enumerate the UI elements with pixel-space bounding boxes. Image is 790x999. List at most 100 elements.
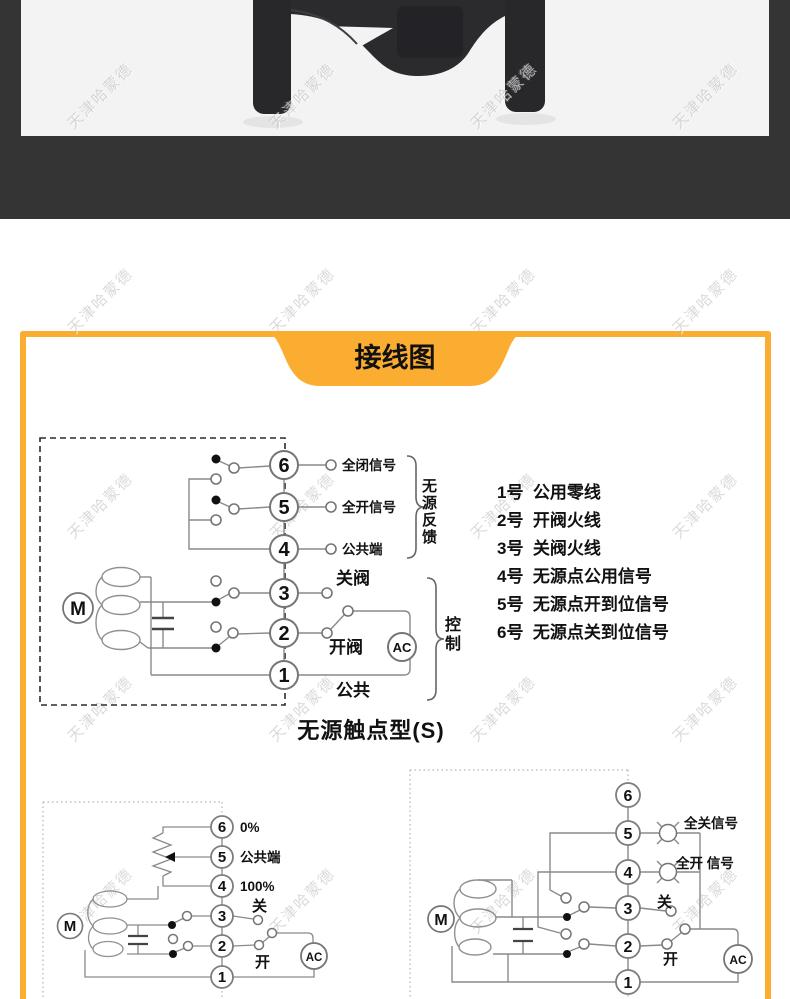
contacts xyxy=(560,892,691,950)
terminal-2 xyxy=(210,934,234,958)
terminal-number: 3 xyxy=(278,583,289,605)
terminal-number: 1 xyxy=(278,665,289,687)
terminal-2 xyxy=(269,618,299,648)
label-control: 控制 xyxy=(442,616,459,654)
terminal-2 xyxy=(615,933,641,959)
terminal-3 xyxy=(210,904,234,928)
label-common-terminal: 公共端 xyxy=(240,849,281,865)
label-common-terminal: 公共端 xyxy=(342,541,383,557)
diagram-potentiometer: 6 5 4 3 2 1 M AC 0% 公共端 100% 关 开 xyxy=(42,801,328,998)
banner-ribbon xyxy=(262,331,528,386)
label-0-percent: 0% xyxy=(240,820,260,835)
label-passive-feedback: 无源反馈 xyxy=(420,478,437,546)
valve-flange-left xyxy=(253,0,291,114)
motor-windings xyxy=(95,566,141,651)
terminal-list: 1号 公用零线 2号 开阀火线 3号 关阀火线 4号 无源点公用信号 5号 无源… xyxy=(497,479,669,647)
valve-shadow xyxy=(496,113,556,125)
capacitor-symbol xyxy=(513,927,533,943)
terminal-number: 2 xyxy=(218,938,226,955)
label-open-valve: 开阀 xyxy=(329,637,363,657)
terminal-strip: 6 5 4 3 2 1 xyxy=(210,815,234,989)
terminal-3 xyxy=(615,895,641,921)
terminal-1 xyxy=(210,965,234,989)
diagram-passive-contact: 6 5 4 3 2 1 M AC 全闭信号 全开信号 公共端 关阀 开阀 公共 xyxy=(39,437,445,706)
terminal-number: 5 xyxy=(218,849,226,866)
label-close-valve: 关阀 xyxy=(336,568,370,588)
diagram-lamp: 6 5 4 3 2 1 M AC 全关信号 全开 信号 关 开 xyxy=(409,769,753,998)
list-item: 5号 无源点开到位信号 xyxy=(497,595,669,614)
terminal-number: 4 xyxy=(218,878,227,895)
terminal-strip: 6 5 4 3 2 1 xyxy=(615,782,641,995)
switch-dots xyxy=(168,921,177,958)
terminal-strip: 6 5 4 3 2 1 xyxy=(269,450,299,690)
terminal-number: 3 xyxy=(624,901,633,918)
terminal-4 xyxy=(210,874,234,898)
ac-power-symbol xyxy=(387,632,417,662)
label-full-open-signal: 全开 信号 xyxy=(675,855,734,871)
label-open: 开 xyxy=(663,951,678,968)
diagram-caption: 无源触点型(S) xyxy=(297,718,445,743)
terminal-number: 6 xyxy=(278,455,289,477)
terminal-1 xyxy=(615,969,641,995)
capacitor-symbol xyxy=(152,616,174,631)
motor-label: M xyxy=(434,912,447,929)
actuator-boundary xyxy=(42,801,223,998)
actuator-boundary xyxy=(39,437,286,706)
control-brace xyxy=(426,577,445,701)
switch-dots xyxy=(211,454,221,653)
terminal-number: 5 xyxy=(624,826,633,843)
braces xyxy=(406,455,445,701)
wiring-title: 接线图 xyxy=(355,343,436,373)
terminal-5 xyxy=(210,845,234,869)
wiring-title-banner: 接线图 xyxy=(262,331,528,386)
terminal-number: 1 xyxy=(624,975,633,992)
wiring-card xyxy=(20,331,771,999)
label-full-open-signal: 全开信号 xyxy=(341,499,396,515)
wiper-arrow xyxy=(165,852,175,862)
list-item: 1号 公用零线 xyxy=(497,483,601,502)
label-full-close-signal: 全闭信号 xyxy=(341,457,396,473)
capacitor-symbol xyxy=(128,934,148,946)
terminal-4 xyxy=(269,534,299,564)
valve-boss xyxy=(397,6,463,58)
label-100-percent: 100% xyxy=(240,879,275,894)
terminal-5 xyxy=(269,492,299,522)
valve-flange-right xyxy=(505,0,545,112)
motor-windings xyxy=(87,890,128,958)
valve-image xyxy=(243,0,556,128)
label-full-close-signal: 全关信号 xyxy=(683,815,738,831)
motor-symbol xyxy=(56,912,84,940)
valve-shadow xyxy=(243,116,303,128)
terminal-4 xyxy=(615,859,641,885)
terminal-3 xyxy=(269,578,299,608)
ac-power-symbol xyxy=(300,942,328,970)
switch-dots xyxy=(563,913,571,958)
list-item: 6号 无源点关到位信号 xyxy=(497,623,669,642)
ac-power-symbol xyxy=(723,944,753,974)
list-item: 2号 开阀火线 xyxy=(497,511,601,530)
terminal-number: 2 xyxy=(624,939,633,956)
feedback-brace xyxy=(406,455,425,559)
label-close: 关 xyxy=(252,897,267,915)
motor-windings xyxy=(453,879,497,956)
terminal-6 xyxy=(269,450,299,480)
label-common: 公共 xyxy=(336,681,370,700)
label-close: 关 xyxy=(657,893,672,911)
terminal-5 xyxy=(615,820,641,846)
lamp-icon xyxy=(658,862,678,882)
label-open: 开 xyxy=(255,954,270,971)
ac-label: AC xyxy=(729,953,747,967)
terminal-number: 6 xyxy=(624,788,633,805)
ac-label: AC xyxy=(393,640,412,655)
product-photo-section xyxy=(0,0,790,219)
terminal-number: 2 xyxy=(278,623,289,645)
list-item: 3号 关阀火线 xyxy=(497,539,601,558)
valve-gap xyxy=(323,26,393,52)
terminal-1 xyxy=(269,660,299,690)
terminal-number: 1 xyxy=(218,969,226,986)
motor-symbol xyxy=(427,905,455,933)
terminal-6 xyxy=(210,815,234,839)
product-photo xyxy=(21,0,769,136)
valve-highlight xyxy=(290,9,358,45)
